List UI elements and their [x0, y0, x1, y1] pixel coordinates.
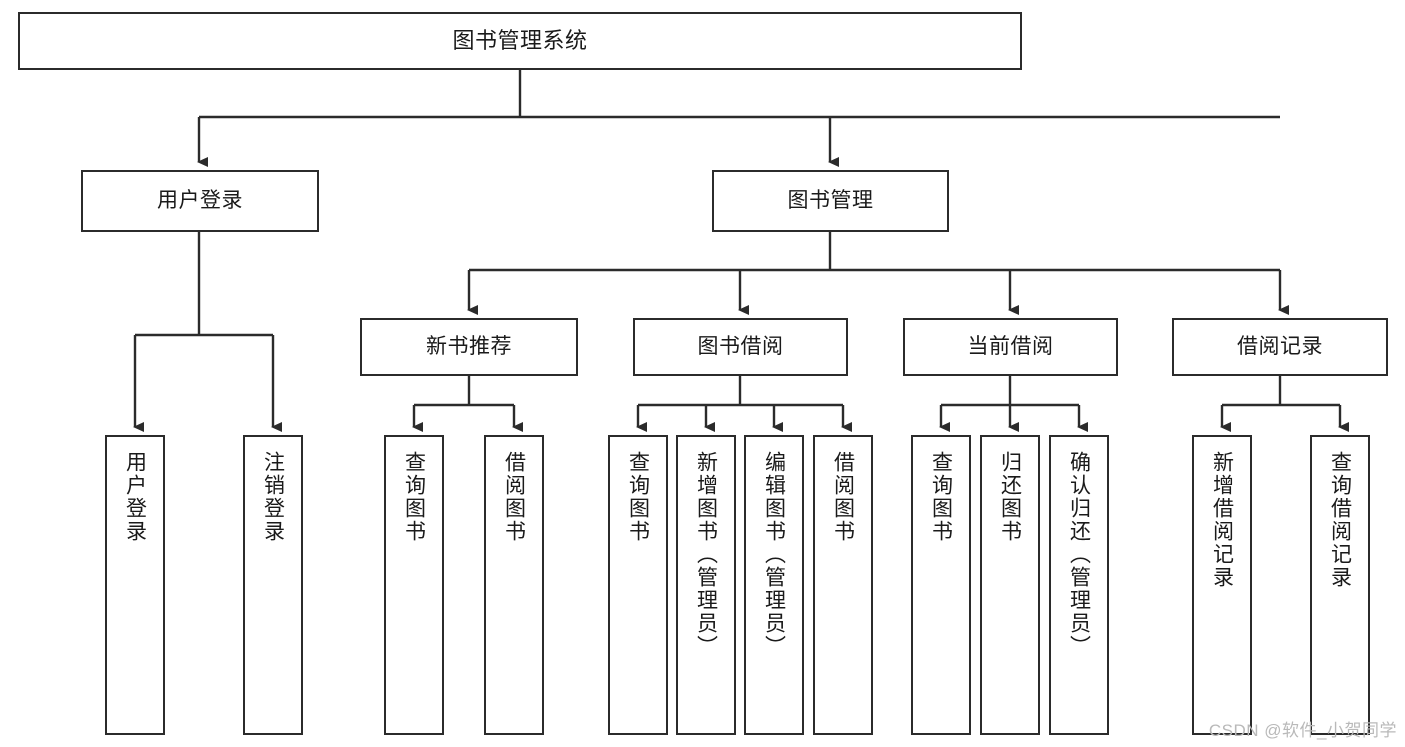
node-new-book-rec-label: 新书推荐	[426, 334, 512, 358]
node-leaf-query-book-2-label: 查询图书	[626, 451, 650, 543]
node-book-borrow[interactable]: 图书借阅	[633, 318, 848, 376]
node-current-borrow[interactable]: 当前借阅	[903, 318, 1118, 376]
node-user-login-label: 用户登录	[157, 188, 243, 212]
node-leaf-user-login-label: 用户登录	[123, 451, 147, 543]
node-leaf-edit-book[interactable]: 编辑图书（管理员）	[744, 435, 804, 735]
node-leaf-query-record-label: 查询借阅记录	[1328, 451, 1352, 589]
watermark: CSDN @软件_小贺同学	[1208, 721, 1397, 740]
node-leaf-return-book[interactable]: 归还图书	[980, 435, 1040, 735]
node-leaf-borrow-book-2[interactable]: 借阅图书	[813, 435, 873, 735]
node-book-manage-label: 图书管理	[787, 188, 874, 212]
node-leaf-user-login[interactable]: 用户登录	[105, 435, 165, 735]
node-leaf-query-book-1-label: 查询图书	[402, 451, 426, 543]
node-leaf-query-book-3[interactable]: 查询图书	[911, 435, 971, 735]
node-leaf-add-book-label: 新增图书（管理员）	[694, 451, 718, 658]
node-root[interactable]: 图书管理系统	[18, 12, 1022, 70]
node-leaf-query-book-1[interactable]: 查询图书	[384, 435, 444, 735]
node-root-label: 图书管理系统	[452, 28, 588, 54]
node-leaf-logout-label: 注销登录	[261, 451, 285, 543]
node-leaf-add-record-label: 新增借阅记录	[1210, 451, 1234, 589]
node-leaf-query-record[interactable]: 查询借阅记录	[1310, 435, 1370, 735]
node-leaf-return-book-label: 归还图书	[998, 451, 1022, 543]
node-new-book-rec[interactable]: 新书推荐	[360, 318, 578, 376]
node-leaf-edit-book-label: 编辑图书（管理员）	[762, 451, 786, 658]
node-borrow-record-label: 借阅记录	[1237, 334, 1323, 358]
node-leaf-query-book-3-label: 查询图书	[929, 451, 953, 543]
node-leaf-add-book[interactable]: 新增图书（管理员）	[676, 435, 736, 735]
node-leaf-borrow-book-1[interactable]: 借阅图书	[484, 435, 544, 735]
node-leaf-borrow-book-2-label: 借阅图书	[831, 451, 855, 543]
node-current-borrow-label: 当前借阅	[967, 334, 1054, 358]
node-leaf-query-book-2[interactable]: 查询图书	[608, 435, 668, 735]
node-book-borrow-label: 图书借阅	[697, 334, 784, 358]
node-leaf-borrow-book-1-label: 借阅图书	[502, 451, 526, 543]
node-book-manage[interactable]: 图书管理	[712, 170, 949, 232]
node-borrow-record[interactable]: 借阅记录	[1172, 318, 1388, 376]
node-leaf-confirm-return-label: 确认归还（管理员）	[1067, 451, 1091, 658]
node-user-login[interactable]: 用户登录	[81, 170, 319, 232]
node-leaf-logout[interactable]: 注销登录	[243, 435, 303, 735]
node-leaf-confirm-return[interactable]: 确认归还（管理员）	[1049, 435, 1109, 735]
node-leaf-add-record[interactable]: 新增借阅记录	[1192, 435, 1252, 735]
